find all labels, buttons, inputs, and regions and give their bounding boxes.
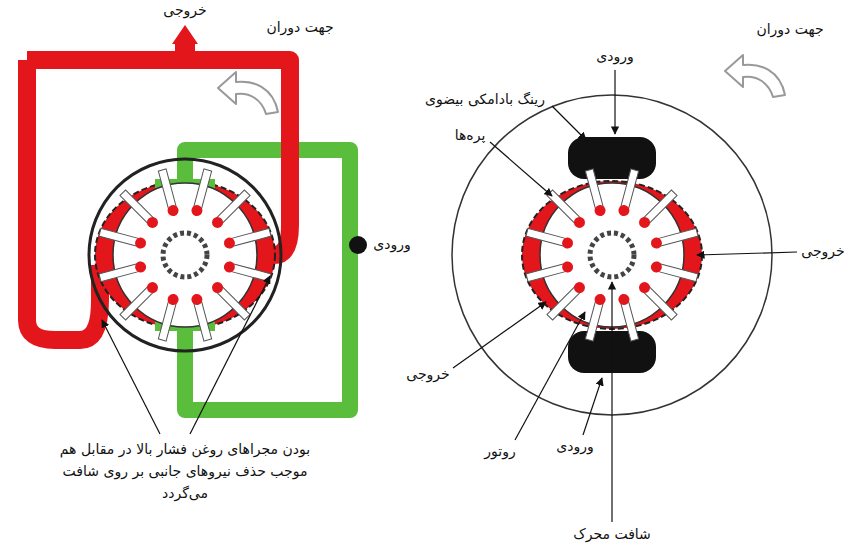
rotation-arrow: [725, 55, 785, 97]
vane: [99, 227, 148, 250]
outlet-pipe: [27, 60, 100, 340]
vane: [119, 280, 160, 321]
vane: [637, 280, 678, 321]
leader-line: [453, 302, 546, 368]
outlet-channel: [27, 25, 290, 340]
leader-line: [614, 70, 615, 134]
rotor: [113, 183, 257, 327]
vane: [546, 189, 587, 230]
caption-note: بودن مجراهای روغن فشار بالا در مقابل هم …: [50, 439, 320, 504]
vane: [210, 189, 251, 230]
vane: [99, 260, 148, 283]
vane: [650, 260, 699, 283]
vane: [526, 260, 575, 283]
rotation-arrow: [218, 72, 278, 114]
part-label: رینگ بادامکی بیضوی: [425, 90, 545, 110]
vane: [223, 260, 272, 283]
vane: [526, 227, 575, 250]
part-label: پره‌ها: [455, 126, 486, 146]
drive-shaft: [163, 233, 207, 277]
drive-shaft: [590, 233, 634, 277]
leader-line: [515, 312, 585, 440]
vane: [119, 189, 160, 230]
vane: [223, 227, 272, 250]
inlet-port: [568, 137, 656, 179]
inlet-port: [349, 236, 367, 254]
flow-label: ورودی: [373, 235, 410, 255]
vane: [190, 169, 213, 218]
flow-label: خروجی: [163, 1, 206, 21]
vane: [546, 280, 587, 321]
vane: [584, 169, 607, 218]
leader-line: [583, 378, 602, 435]
vane: [650, 227, 699, 250]
flow-label: ورودی: [596, 47, 633, 67]
part-label: روتور: [484, 442, 515, 462]
vane: [617, 293, 640, 342]
leader-line: [190, 276, 270, 434]
flow-label: خروجی: [801, 242, 844, 262]
cam-ring: [95, 181, 275, 329]
leader-line: [552, 106, 586, 140]
vane-pump: [89, 159, 281, 351]
vane: [210, 280, 251, 321]
rotation-label: جهت دوران: [756, 20, 823, 40]
vane: [157, 293, 180, 342]
leader-line: [102, 320, 160, 434]
pump-housing: [89, 159, 281, 351]
vane: [157, 169, 180, 218]
rotation-label: جهت دوران: [266, 18, 333, 38]
vane: [617, 169, 640, 218]
vane: [637, 189, 678, 230]
vane: [190, 293, 213, 342]
leader-line: [490, 142, 552, 196]
outlet-pipe: [175, 42, 195, 62]
leader-line: [697, 252, 797, 255]
flow-label: خروجی: [406, 365, 449, 385]
leader-line: [611, 282, 612, 522]
vane: [584, 293, 607, 342]
flow-label: ورودی: [556, 437, 593, 457]
outlet-arrow: [172, 25, 198, 44]
part-label: شافت محرک: [573, 525, 651, 545]
